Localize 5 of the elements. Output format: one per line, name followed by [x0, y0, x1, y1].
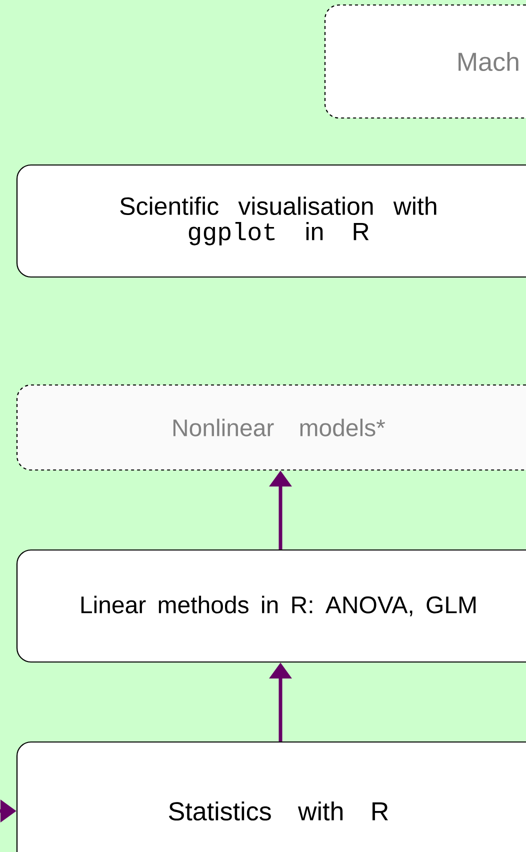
dashed-box: Nonlinear models*	[16, 384, 526, 471]
dashed-box: Mach	[324, 4, 526, 119]
rounded-box: Linear methods in R: ANOVA, GLM	[16, 549, 526, 663]
rounded-box: Statistics with R	[16, 741, 526, 852]
rounded-box: Scientific visualisation with ggplot in R	[16, 164, 526, 278]
